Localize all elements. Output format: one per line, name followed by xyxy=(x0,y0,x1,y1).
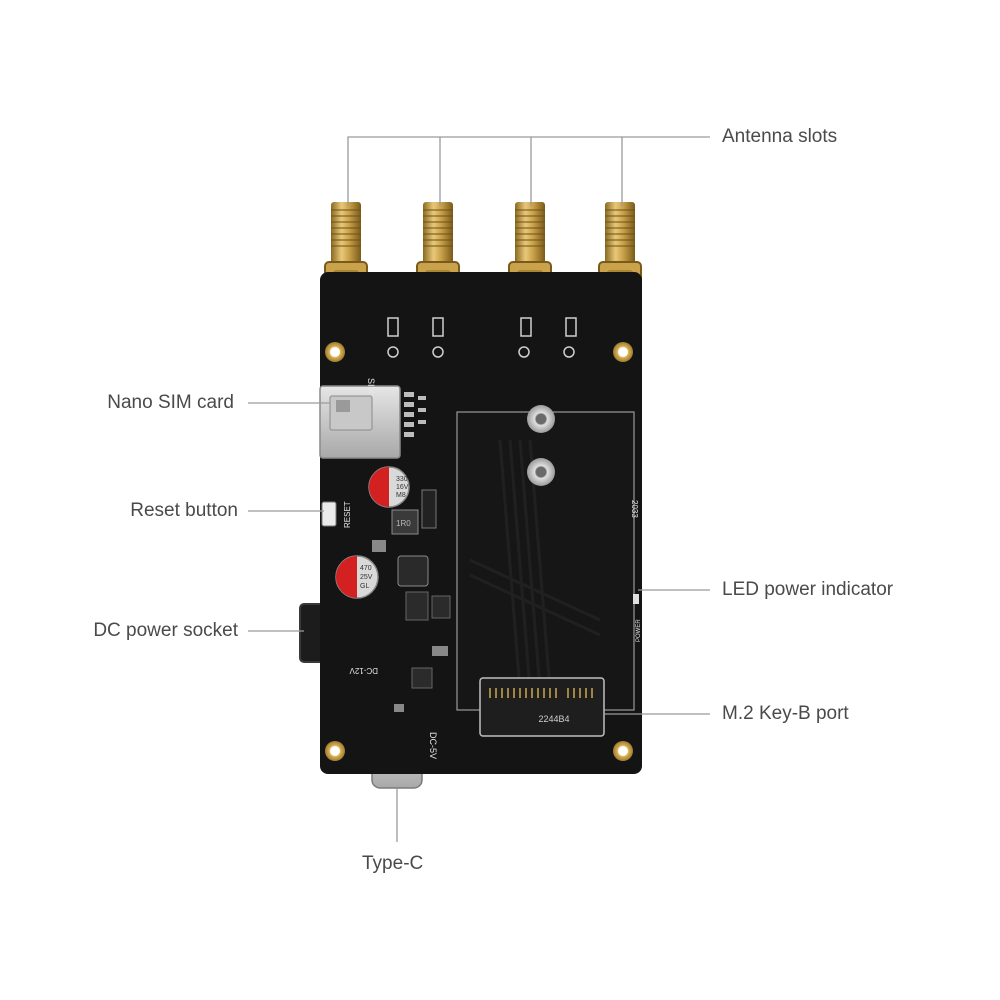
mounting-holes xyxy=(325,342,633,761)
antenna-pads xyxy=(387,317,577,358)
m2-port xyxy=(479,677,605,737)
m2-code-label: 2244B4 xyxy=(538,714,569,724)
label-dc-power-socket: DC power socket xyxy=(93,620,238,641)
label-antenna-slots: Antenna slots xyxy=(722,126,838,147)
dc12v-silkscreen: DC-12V xyxy=(349,666,378,675)
label-m2-port: M.2 Key-B port xyxy=(722,703,849,724)
svg-text:1R0: 1R0 xyxy=(396,519,411,528)
capacitor-470uf: 470 25V GL xyxy=(335,555,379,599)
dc5v-silkscreen: DC-5V xyxy=(428,732,438,759)
label-reset-button: Reset button xyxy=(130,500,238,521)
label-type-c: Type-C xyxy=(362,853,424,874)
label-nano-sim-card: Nano SIM card xyxy=(107,392,234,413)
svg-text:25V: 25V xyxy=(360,574,373,581)
reset-button xyxy=(321,501,337,527)
svg-text:330: 330 xyxy=(396,476,408,483)
side-code-silkscreen: 2033 xyxy=(630,500,639,518)
sim-pads xyxy=(404,392,426,437)
leader-antenna xyxy=(347,136,623,206)
svg-text:470: 470 xyxy=(360,565,372,572)
capacitor-330uf: 330 16V M8 xyxy=(368,466,410,508)
nano-sim-card-slot xyxy=(319,385,401,459)
reset-silkscreen: RESET xyxy=(343,501,352,528)
power-silkscreen: POWER xyxy=(636,619,642,642)
svg-text:M8: M8 xyxy=(396,492,406,499)
m2-standoff-1 xyxy=(527,405,555,433)
svg-text:GL: GL xyxy=(360,583,369,590)
svg-text:16V: 16V xyxy=(396,484,409,491)
led-power-indicator xyxy=(633,594,639,604)
power-components: 1R0 xyxy=(372,489,451,712)
label-led-power-indicator: LED power indicator xyxy=(722,579,894,600)
m2-standoff-2 xyxy=(527,458,555,486)
leader-lines xyxy=(248,136,710,842)
sim-silkscreen: SIM xyxy=(366,378,376,394)
m2-module-area xyxy=(456,411,635,711)
